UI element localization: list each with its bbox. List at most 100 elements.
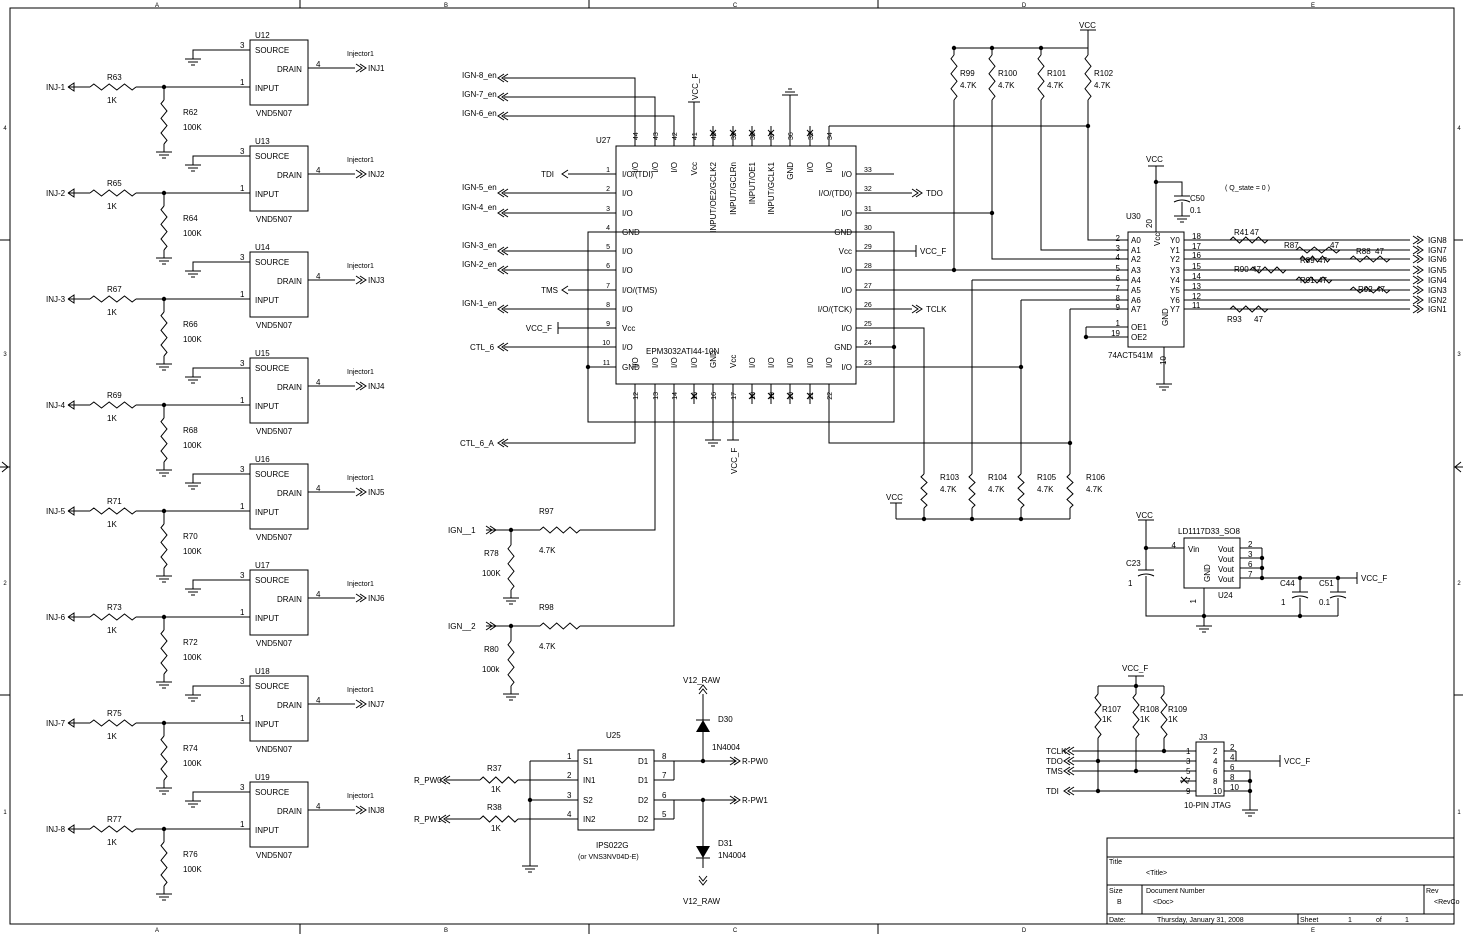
pin-name: I/O <box>651 162 660 173</box>
wire <box>192 367 250 377</box>
offpage-arrow-icon <box>501 342 509 352</box>
wire <box>1040 100 1120 251</box>
pin-name: Vout <box>1218 575 1235 584</box>
ground-icon <box>185 376 201 384</box>
junction-dot <box>1297 613 1303 619</box>
pin-number: 7 <box>606 283 610 290</box>
pin-name: I/O <box>748 357 757 368</box>
doc-value: <Doc> <box>1153 899 1174 906</box>
ground-icon <box>185 164 201 172</box>
net-label: TMS <box>1046 767 1063 776</box>
pin-name: Vcc <box>1153 233 1162 246</box>
resistor-value: 1K <box>107 202 117 211</box>
pin-number: 3 <box>240 677 245 686</box>
junction-dot <box>1201 613 1207 619</box>
series-resistor <box>1295 246 1341 254</box>
pulldown-resistor <box>160 417 168 463</box>
resistor-value: 47 <box>1318 276 1327 285</box>
pin-number: 1 <box>606 167 610 174</box>
diode-icon <box>696 846 710 858</box>
net-label: VCC_F <box>1122 664 1148 673</box>
pin-name: INPUT <box>255 402 279 411</box>
wire <box>504 404 636 444</box>
resistor-ref: R76 <box>183 850 198 859</box>
pin-number: 6 <box>662 791 667 800</box>
resistor-value: 1K <box>107 626 117 635</box>
resistor-ref: R73 <box>107 603 122 612</box>
capacitor-value: 0.1 <box>1190 206 1202 215</box>
ground-icon <box>705 439 721 447</box>
ground-icon <box>185 588 201 596</box>
no-connect-icon <box>767 392 775 400</box>
ic-part: VND5N07 <box>256 639 293 648</box>
offpage-arrow-icon <box>501 304 509 314</box>
jtag-header <box>1195 741 1225 797</box>
pin-number: 4 <box>316 272 321 281</box>
output-net-label: IGN8 <box>1428 236 1447 245</box>
resistor-value: 4.7K <box>1094 81 1111 90</box>
junction-dot <box>1067 440 1073 446</box>
pin-number: 24 <box>864 340 872 347</box>
resistor-value: 100K <box>183 123 202 132</box>
pin-number: 1 <box>1186 747 1191 756</box>
ground-icon <box>1174 215 1190 223</box>
net-label: TDI <box>541 170 554 179</box>
pin-name: GND <box>709 350 718 368</box>
resistor-value: 4.7K <box>998 81 1015 90</box>
pulldown-resistor <box>160 311 168 357</box>
input-net-label: INJ-1 <box>46 83 66 92</box>
pin-number: 1 <box>240 78 245 87</box>
capacitor-ref: C23 <box>1126 559 1141 568</box>
net-label: IGN-1_en <box>462 299 497 308</box>
resistor-ref: R89 <box>1300 256 1315 265</box>
pin-number: 3 <box>240 41 245 50</box>
series-resistor <box>89 825 137 833</box>
ic-part: 10-PIN JTAG <box>1184 801 1231 810</box>
wire <box>192 155 250 165</box>
pin-number: 14 <box>1192 272 1201 281</box>
pin-number: 8 <box>1230 773 1235 782</box>
pin-name: I/O <box>622 305 633 314</box>
pin-number: 10 <box>1213 787 1222 796</box>
ic-ref: U16 <box>255 455 270 464</box>
capacitor-ref: C51 <box>1319 579 1334 588</box>
row-marker: 1 <box>3 810 7 816</box>
input-port-icon <box>67 506 75 516</box>
net-label: V12_RAW <box>683 897 721 906</box>
resistor-value: 1K <box>107 414 117 423</box>
pin-name: INPUT/OE1 <box>748 161 757 204</box>
column-marker: C <box>733 928 738 934</box>
resistor-ref: R37 <box>487 764 502 773</box>
offpage-arrow-icon <box>359 805 367 815</box>
driver-ic <box>249 463 309 530</box>
ic-part: EPM3032ATI44-10N <box>646 347 719 356</box>
capacitor-plate <box>1329 595 1347 599</box>
pin-number: 23 <box>864 360 872 367</box>
offpage-arrow-icon <box>1412 295 1420 305</box>
input-net-label: INJ-3 <box>46 295 66 304</box>
wire <box>1087 100 1120 241</box>
pulldown-resistor <box>160 205 168 251</box>
resistor-value: 1K <box>107 838 117 847</box>
pin-number: 2 <box>606 186 610 193</box>
offpage-arrow-icon <box>355 381 363 391</box>
offpage-arrow-icon <box>359 699 367 709</box>
pullup-resistor <box>1037 54 1045 101</box>
net-label: IGN-3_en <box>462 241 497 250</box>
resistor-ref: R69 <box>107 391 122 400</box>
column-marker: E <box>1311 928 1315 934</box>
pin-number: 2 <box>1230 743 1235 752</box>
pin-number: 1 <box>240 608 245 617</box>
pin-name: I/O <box>622 343 633 352</box>
pin-name: I/O <box>670 162 679 173</box>
ic-ref: U14 <box>255 243 270 252</box>
offpage-arrow-icon <box>501 92 509 102</box>
pin-number: 34 <box>827 132 834 140</box>
ic-part: 74ACT541M <box>1108 351 1153 360</box>
pin-number: 11 <box>1192 301 1201 310</box>
pin-number: 1 <box>240 396 245 405</box>
capacitor-ref: C50 <box>1190 194 1205 203</box>
net-label: TCLK <box>926 305 947 314</box>
pin-number: 6 <box>1230 763 1235 772</box>
pin-name: Vcc <box>622 324 635 333</box>
